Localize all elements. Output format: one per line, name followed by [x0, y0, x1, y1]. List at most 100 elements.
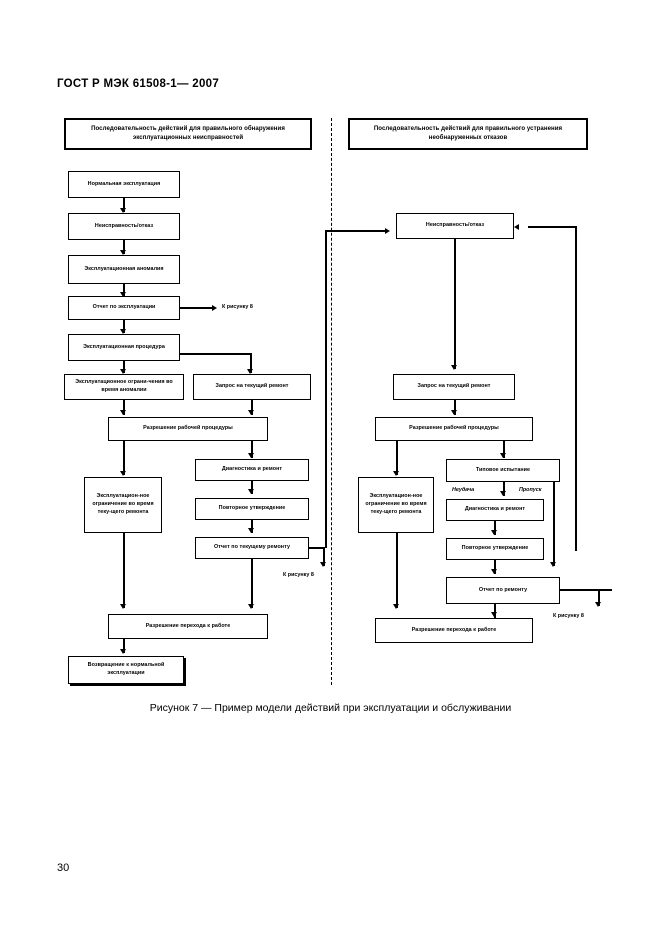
- connector-repairreport-to-figure8-v: [323, 547, 325, 566]
- column-divider: [331, 118, 332, 685]
- box-diagnostics-repair-left: Диагностика и ремонт: [195, 459, 309, 481]
- figure-caption: Рисунок 7 — Пример модели действий при э…: [149, 702, 512, 714]
- label-pass-branch: Пропуск: [519, 487, 542, 493]
- box-fault-failure-left: Неисправность/отказ: [68, 213, 180, 240]
- left-flow-header: Последовательность действий для правильн…: [64, 118, 312, 150]
- arrowhead-limitrepair-to-returnwork-right: [393, 604, 399, 609]
- arrowhead-permit-to-diagnostics: [248, 453, 254, 458]
- arrowhead-anomaly-to-report: [120, 292, 126, 297]
- connector-limitrepair-to-returnwork-left: [123, 533, 125, 608]
- connector-procedure-to-limit: [123, 361, 125, 373]
- box-repair-report-right: Отчет по ремонту: [446, 577, 560, 604]
- label-to-figure-8-bottom: К рисунку 8: [283, 572, 314, 578]
- box-operational-limit-repair-right: Эксплуатацион-ное ограничение во время т…: [358, 477, 434, 533]
- page-number: 30: [57, 862, 70, 874]
- box-fault-failure-right: Неисправность/отказ: [396, 213, 514, 239]
- arrowhead-revalidation-to-report-left: [248, 528, 254, 533]
- cross-connector-horizontal: [325, 230, 385, 232]
- connector-permit-left-v: [123, 441, 125, 475]
- connector-limit-to-permit: [123, 400, 125, 415]
- connector-normal-to-fault: [123, 198, 125, 212]
- box-type-test: Типовое испытание: [446, 459, 560, 482]
- connector-permit-right-v: [251, 441, 253, 458]
- arrowhead-diagnostics-to-revalidation-left: [248, 489, 254, 494]
- label-failure-branch: Неудача: [452, 487, 475, 493]
- box-revalidation-right: Повторное утверждение: [446, 538, 544, 560]
- arrowhead-procedure-to-repair-request: [247, 369, 253, 374]
- connector-limitrepair-to-returnwork-right: [396, 533, 398, 608]
- box-repair-request-right: Запрос на текущий ремонт: [393, 374, 515, 400]
- connector-fault-to-request-right: [454, 239, 456, 369]
- box-repair-report-left: Отчет по текущему ремонту: [195, 537, 309, 559]
- box-work-procedure-permit-left: Разрешение рабочей процедуры: [108, 417, 268, 441]
- box-operational-anomaly: Эксплуатационная аномалия: [68, 255, 180, 284]
- connector-fault-to-anomaly: [123, 240, 125, 254]
- arrowhead-repairreport-figure8-right: [595, 602, 601, 607]
- arrowhead-feedback-loop: [514, 223, 519, 230]
- connector-report-to-figure8: [180, 307, 212, 309]
- box-normal-operation: Нормальная эксплуатация: [68, 171, 180, 198]
- connector-diagnostics-to-revalidation-left: [251, 481, 253, 494]
- connector-repairreport-to-figure8-h: [309, 547, 325, 549]
- arrowhead-permit-to-typetest: [500, 453, 506, 458]
- box-return-to-work-permit-right: Разрешение перехода к работе: [375, 618, 533, 643]
- box-operational-limit-repair-left: Эксплуатацион-ное ограничение во время т…: [84, 477, 162, 533]
- connector-procedure-branch-v: [250, 353, 252, 373]
- arrowhead-limitrepair-to-returnwork-left: [120, 604, 126, 609]
- connector-report-to-procedure: [123, 320, 125, 333]
- arrowhead-procedure-to-limit: [120, 369, 126, 374]
- connector-permit-to-typetest-v: [503, 441, 505, 458]
- arrowhead-returnwork-to-normal: [120, 649, 126, 654]
- arrowhead-typetest-to-diagnostics: [500, 491, 506, 496]
- arrowhead-request-to-permit-right: [451, 410, 457, 415]
- box-diagnostics-repair-right: Диагностика и ремонт: [446, 499, 544, 521]
- box-repair-request-left: Запрос на текущий ремонт: [193, 374, 311, 400]
- arrowhead-repairreport-to-figure8: [320, 562, 326, 567]
- connector-repairreport-to-returnwork-left: [251, 559, 253, 608]
- box-operational-limit-anomaly: Эксплуатационное ограни-чения во время а…: [64, 374, 184, 400]
- running-head: ГОСТ Р МЭК 61508-1— 2007: [57, 78, 220, 90]
- connector-typetest-to-diagnostics: [503, 482, 505, 496]
- arrowhead-permit-to-limit-repair: [120, 471, 126, 476]
- feedback-loop-vertical: [575, 226, 577, 551]
- arrowhead-diagnostics-to-revalidation-right: [491, 530, 497, 535]
- box-operational-procedure: Эксплуатационная процедура: [68, 334, 180, 361]
- box-revalidation-left: Повторное утверждение: [195, 498, 309, 520]
- box-return-to-normal-operation: Возвращение к нормальной эксплуатации: [68, 656, 184, 684]
- connector-anomaly-to-report: [123, 284, 125, 296]
- label-to-figure-8-right: К рисунку 8: [553, 613, 584, 619]
- box-work-procedure-permit-right: Разрешение рабочей процедуры: [375, 417, 533, 441]
- label-to-figure-8-top: К рисунку 8: [222, 304, 253, 310]
- right-flow-header: Последовательность действий для правильн…: [348, 118, 588, 150]
- connector-repairreport-to-returnwork-right: [494, 604, 496, 618]
- arrowhead-repairreport-to-returnwork-left: [248, 604, 254, 609]
- arrowhead-normal-to-fault: [120, 208, 126, 213]
- connector-permit-right-left-v: [396, 441, 398, 475]
- arrowhead-cross-connector: [385, 227, 390, 234]
- feedback-loop-horizontal: [528, 226, 576, 228]
- arrowhead-fault-to-request-right: [451, 365, 457, 370]
- arrowhead-request-to-permit: [248, 410, 254, 415]
- arrowhead-repairreport-to-returnwork-right: [491, 612, 497, 617]
- connector-diagnostics-to-revalidation-right: [494, 521, 496, 535]
- connector-request-to-permit: [251, 400, 253, 415]
- figure-7-flowchart: Последовательность действий для правильн…: [64, 118, 612, 685]
- arrowhead-limit-to-permit: [120, 410, 126, 415]
- arrowhead-pass-bypass: [550, 562, 556, 567]
- arrowhead-report-to-figure8: [212, 304, 217, 311]
- connector-revalidation-to-report-left: [251, 520, 253, 533]
- box-operation-report: Отчет по эксплуатации: [68, 296, 180, 320]
- cross-connector-vertical: [325, 230, 327, 548]
- arrowhead-fault-to-anomaly: [120, 250, 126, 255]
- connector-repairreport-figure8-h-right: [560, 589, 612, 591]
- connector-revalidation-to-report-right: [494, 560, 496, 574]
- connector-pass-bypass-vertical: [553, 482, 555, 566]
- arrowhead-report-to-procedure: [120, 329, 126, 334]
- box-return-to-work-permit-left: Разрешение перехода к работе: [108, 614, 268, 639]
- arrowhead-revalidation-to-report-right: [491, 569, 497, 574]
- arrowhead-permit-to-limitrepair-right: [393, 471, 399, 476]
- connector-repairreport-figure8-v-right: [598, 589, 600, 606]
- connector-returnwork-to-normal: [123, 639, 125, 653]
- connector-request-to-permit-right: [454, 400, 456, 415]
